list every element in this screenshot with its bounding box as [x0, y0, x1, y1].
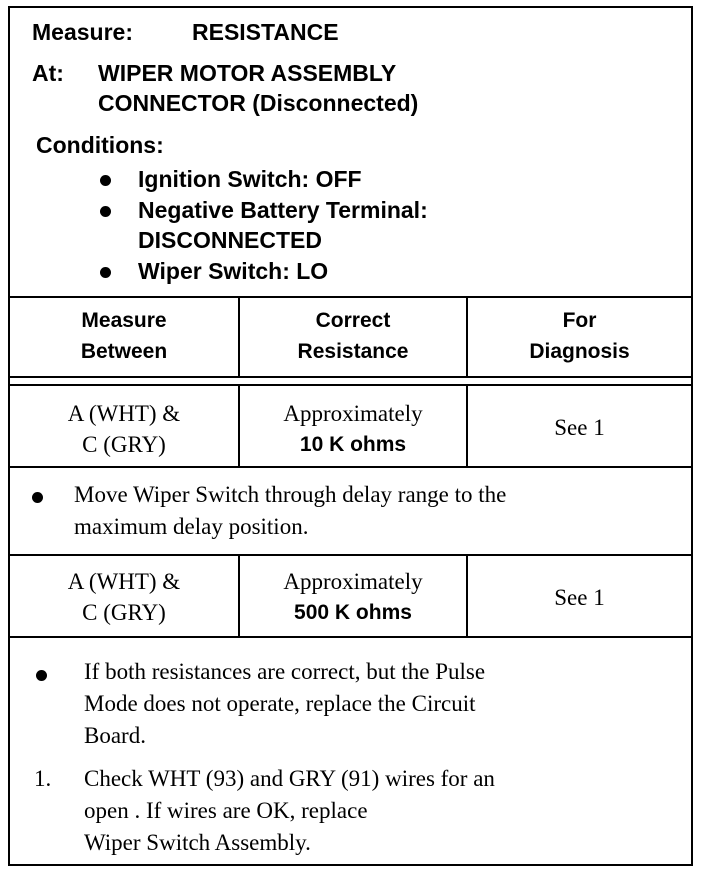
divider — [10, 296, 691, 298]
delay-note-line2: maximum delay position. — [74, 514, 309, 539]
pulse-note-line2: Mode does not operate, replace the Circu… — [84, 691, 476, 716]
bullet-icon — [100, 206, 111, 217]
bullet-icon — [100, 175, 111, 186]
column-divider — [466, 554, 468, 638]
condition-ignition: Ignition Switch: OFF — [138, 166, 362, 192]
condition-battery-line2: DISCONNECTED — [138, 227, 323, 253]
divider — [10, 636, 691, 638]
table-row-2-diagnosis: See 1 — [554, 585, 605, 610]
at-value-line1: WIPER MOTOR ASSEMBLY — [98, 60, 397, 86]
divider — [10, 554, 691, 556]
table-row-2-resistance: Approximately 500 K ohms — [283, 569, 423, 624]
table-row-1-diagnosis: See 1 — [554, 415, 605, 440]
column-divider — [466, 384, 468, 468]
bullet-icon — [36, 670, 47, 681]
measure-value: RESISTANCE — [192, 19, 339, 45]
footnote-line1: Check WHT (93) and GRY (91) wires for an — [84, 766, 495, 791]
resistance-test-chart: Measure: RESISTANCE At: WIPER MOTOR ASSE… — [8, 6, 693, 866]
delay-note-line1: Move Wiper Switch through delay range to… — [74, 482, 507, 507]
table-row-1-between: A (WHT) & C (GRY) — [67, 401, 181, 457]
footnote-line3: Wiper Switch Assembly. — [84, 830, 311, 855]
bullet-icon — [32, 492, 43, 503]
pulse-note-line1: If both resistances are correct, but the… — [84, 659, 486, 684]
condition-battery-line1: Negative Battery Terminal: — [138, 197, 428, 223]
column-divider — [238, 296, 240, 378]
column-header-correct-resistance: Correct Resistance — [297, 309, 409, 363]
footnote-line2: open . If wires are OK, replace — [84, 798, 368, 823]
condition-wiper-switch: Wiper Switch: LO — [138, 258, 329, 284]
table-row-1-resistance: Approximately 10 K ohms — [283, 401, 423, 456]
divider — [10, 466, 691, 468]
bullet-icon — [100, 267, 111, 278]
column-header-measure-between: Measure Between — [80, 309, 168, 363]
divider — [10, 384, 691, 386]
at-label: At: — [32, 60, 64, 86]
column-divider — [238, 554, 240, 638]
column-divider — [238, 384, 240, 468]
table-row-2-between: A (WHT) & C (GRY) — [67, 569, 181, 625]
pulse-note-line3: Board. — [84, 723, 146, 748]
column-divider — [466, 296, 468, 378]
divider — [10, 376, 691, 378]
conditions-label: Conditions: — [36, 132, 164, 158]
measure-label: Measure: — [32, 19, 133, 45]
column-header-for-diagnosis: For Diagnosis — [529, 309, 630, 363]
footnote-number: 1. — [34, 766, 52, 791]
at-value-line2: CONNECTOR (Disconnected) — [98, 90, 419, 116]
